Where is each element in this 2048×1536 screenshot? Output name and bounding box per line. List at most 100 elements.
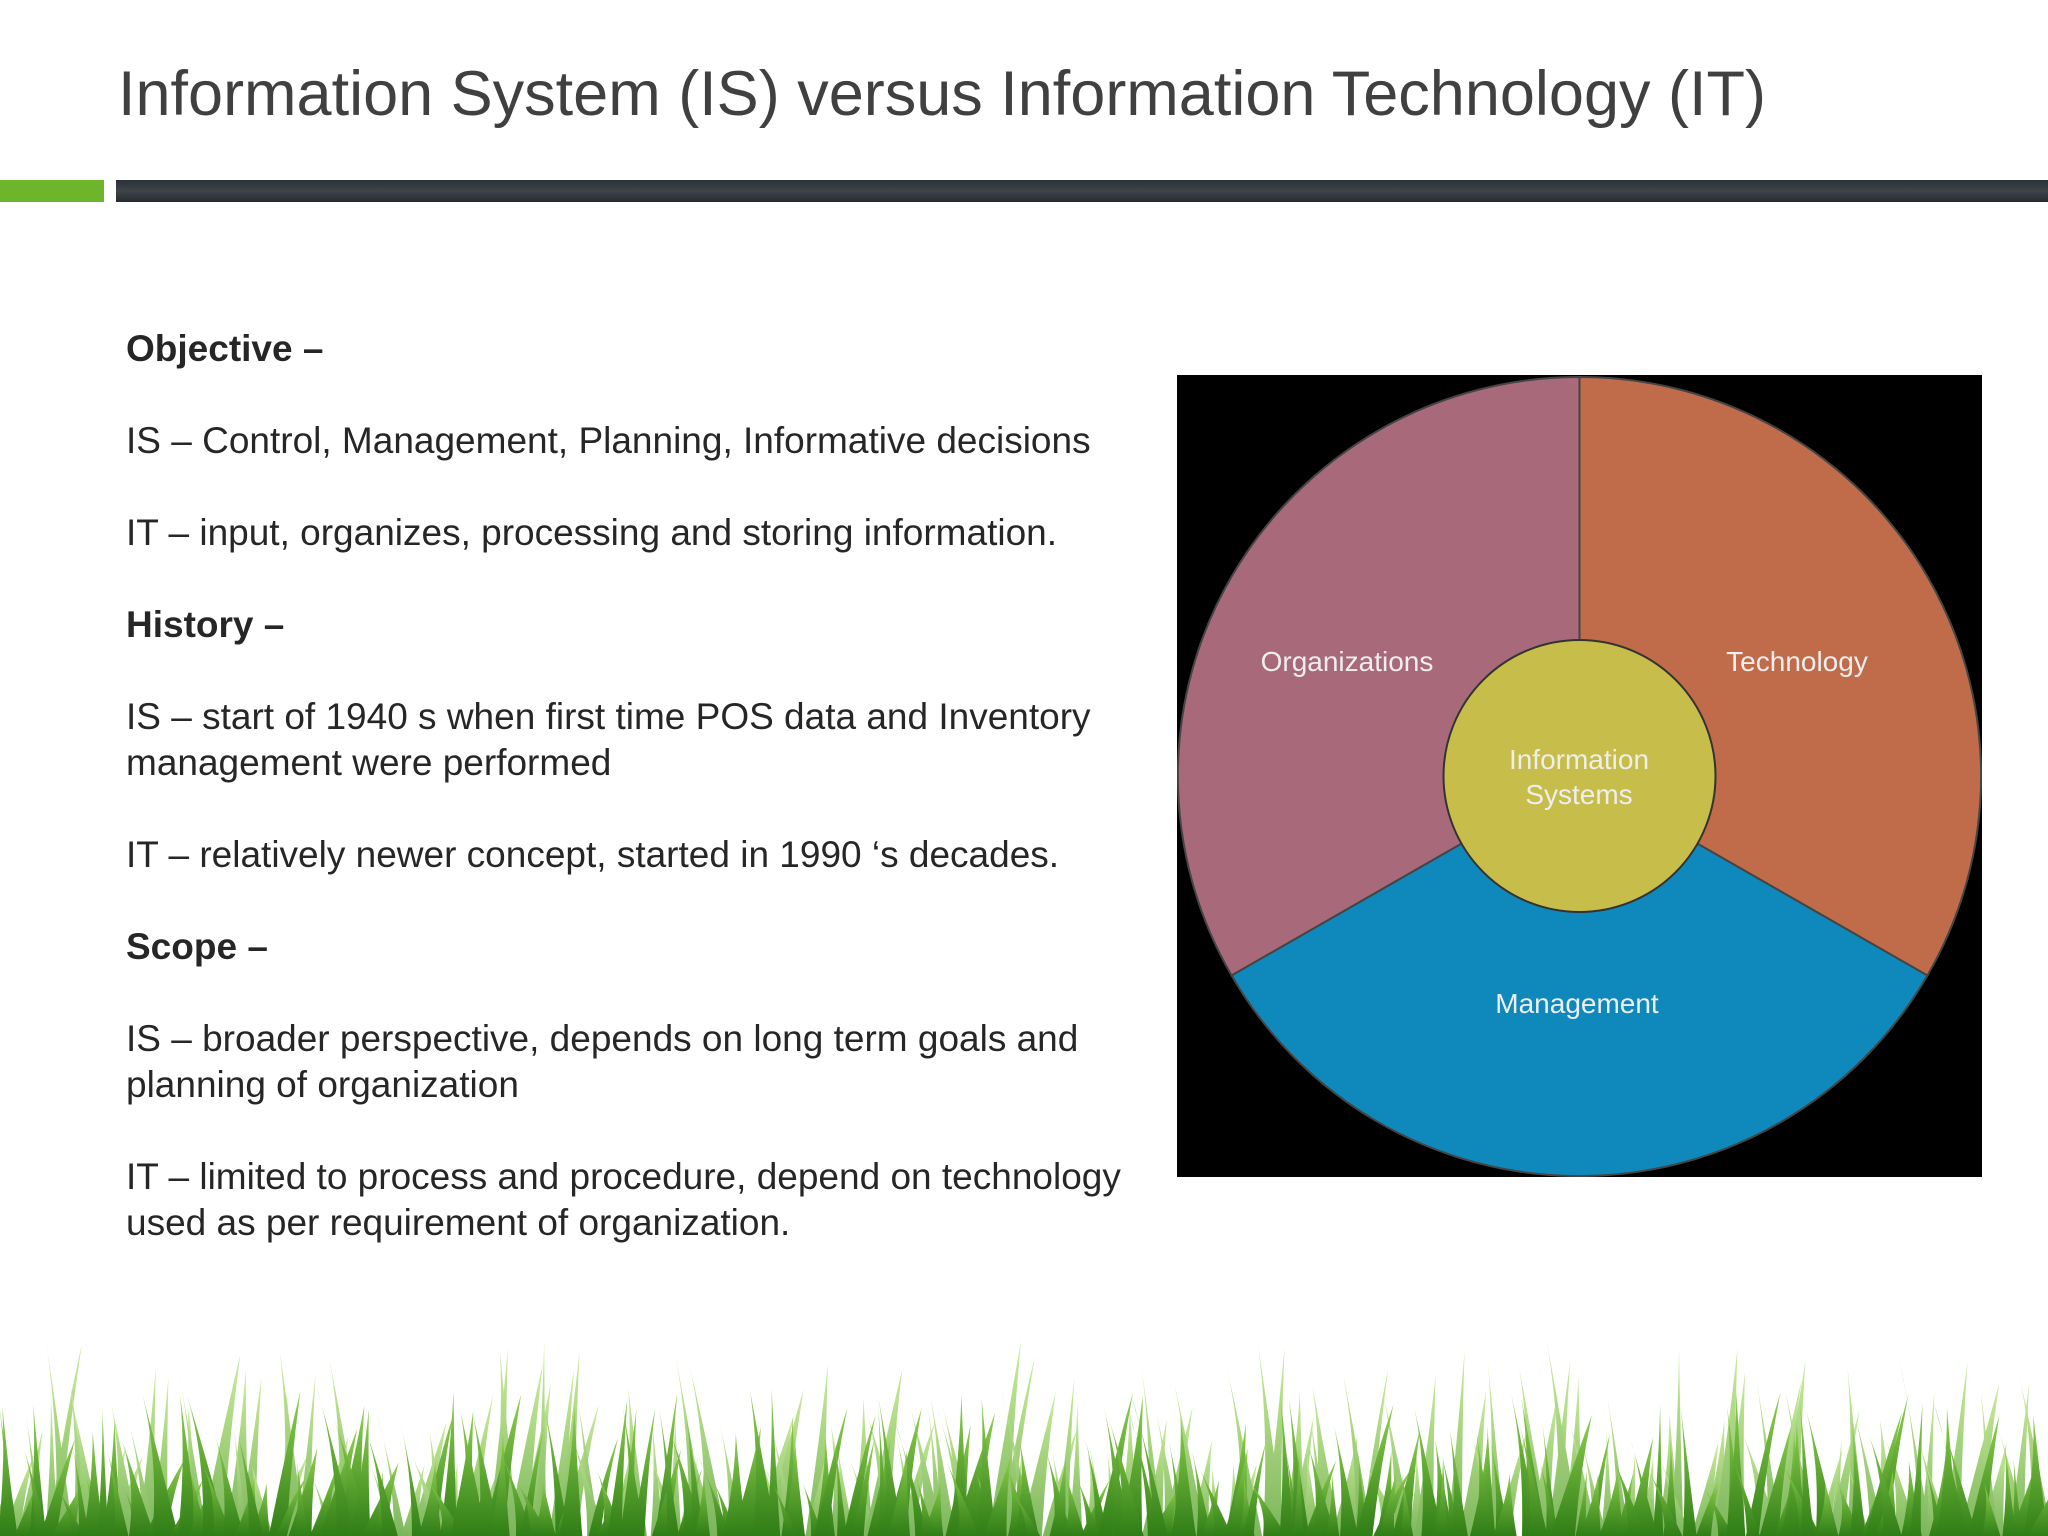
grass-blade xyxy=(573,1378,600,1536)
grass-blade xyxy=(1958,1383,2000,1536)
grass-blade xyxy=(1909,1403,1923,1536)
grass-blade xyxy=(945,1460,980,1536)
grass-blade xyxy=(687,1355,727,1536)
grass-blade xyxy=(1978,1441,2007,1536)
grass-decoration xyxy=(0,1337,2048,1536)
history-it-text: IT – relatively newer concept, started i… xyxy=(126,834,1060,875)
grass-blade xyxy=(418,1460,442,1536)
grass-blade xyxy=(1447,1351,1465,1536)
grass-blade xyxy=(399,1419,423,1536)
label-organizations: Organizations xyxy=(1261,646,1434,677)
grass-blade xyxy=(1542,1421,1558,1536)
grass-blade xyxy=(313,1460,341,1536)
grass-blade xyxy=(921,1482,944,1536)
grass-blade xyxy=(657,1396,679,1536)
grass-blade xyxy=(1170,1367,1206,1536)
grass-blade xyxy=(1815,1481,1839,1536)
grass-blade xyxy=(1799,1398,1814,1536)
grass-blade xyxy=(1936,1407,1959,1536)
grass-blade xyxy=(1400,1474,1414,1536)
label-center-line1: Information xyxy=(1509,744,1649,775)
grass-blade xyxy=(1264,1348,1285,1536)
grass-blade xyxy=(472,1411,501,1536)
grass-blade xyxy=(294,1463,309,1536)
grass-blade xyxy=(1575,1470,1588,1536)
grass-blade xyxy=(361,1416,398,1536)
grass-blade xyxy=(929,1391,956,1536)
grass-blade xyxy=(1246,1477,1287,1536)
grass-blade xyxy=(106,1448,129,1536)
grass-blade xyxy=(513,1475,550,1536)
grass-blade xyxy=(1598,1468,1624,1536)
grass-blade xyxy=(440,1390,458,1536)
grass-blade xyxy=(0,1411,18,1536)
grass-blade xyxy=(2002,1445,2016,1536)
grass-blade xyxy=(1292,1448,1304,1536)
grass-blade xyxy=(1607,1447,1646,1536)
grass-blade xyxy=(138,1367,156,1536)
grass-blade xyxy=(1356,1404,1394,1536)
grass-blade xyxy=(559,1405,583,1536)
grass-blade xyxy=(409,1422,447,1536)
grass-blade xyxy=(1194,1459,1232,1536)
grass-blade xyxy=(1171,1415,1197,1536)
grass-blade xyxy=(1727,1444,1760,1536)
grass-blade xyxy=(1064,1474,1086,1536)
grass-blade xyxy=(1847,1366,1866,1536)
grass-blade xyxy=(122,1441,155,1536)
grass-blade xyxy=(887,1450,911,1536)
grass-blade xyxy=(1680,1407,1697,1536)
grass-blade xyxy=(852,1439,875,1536)
grass-blade xyxy=(1339,1356,1373,1536)
objective-it-text: IT – input, organizes, processing and st… xyxy=(126,512,1057,553)
grass-blade xyxy=(1865,1424,1902,1536)
grass-blade xyxy=(189,1466,208,1536)
grass-blade xyxy=(1899,1358,1931,1536)
grass-blade xyxy=(732,1427,761,1536)
objective-is-text: IS – Control, Management, Planning, Info… xyxy=(126,420,1091,461)
grass-blade xyxy=(541,1391,570,1536)
grass-blade xyxy=(40,1439,76,1536)
grass-blade xyxy=(988,1341,1022,1536)
grass-blade xyxy=(651,1449,682,1536)
grass-blade xyxy=(1805,1408,1839,1536)
grass-blade xyxy=(843,1414,876,1536)
grass-blade xyxy=(976,1398,996,1536)
grass-blade xyxy=(1326,1474,1340,1536)
grass-blade xyxy=(1695,1480,1719,1536)
grass-blade xyxy=(97,1409,109,1536)
grass-blade xyxy=(1521,1398,1547,1536)
grass-blade xyxy=(225,1368,250,1536)
grass-blade xyxy=(1759,1425,1792,1536)
grass-blade xyxy=(622,1406,645,1536)
grass-blade xyxy=(1073,1471,1100,1536)
title-accent-bar-green xyxy=(0,180,104,202)
grass-blade xyxy=(83,1431,104,1536)
grass-blade xyxy=(2027,1499,2048,1536)
grass-blade xyxy=(782,1438,806,1536)
grass-blade xyxy=(1629,1437,1658,1536)
grass-blade xyxy=(1392,1430,1420,1536)
grass-front-layer xyxy=(0,1387,2048,1536)
history-is-text: IS – start of 1940 s when first time POS… xyxy=(126,696,1091,783)
grass-blade xyxy=(1726,1390,1746,1536)
grass-blade xyxy=(21,1441,49,1536)
grass-blade xyxy=(297,1374,316,1536)
grass-blade xyxy=(124,1407,157,1536)
grass-blade xyxy=(1671,1347,1684,1536)
grass-blade xyxy=(351,1408,371,1536)
slide-title: Information System (IS) versus Informati… xyxy=(118,59,1766,129)
grass-blade xyxy=(1699,1481,1734,1536)
grass-blade xyxy=(1475,1433,1493,1536)
grass-blade xyxy=(1308,1444,1336,1536)
grass-blade xyxy=(1967,1414,2000,1536)
information-systems-diagram: Organizations Technology Management Info… xyxy=(1177,375,1982,1177)
grass-blade xyxy=(1652,1404,1664,1536)
grass-blade xyxy=(46,1341,74,1536)
grass-blade xyxy=(1120,1394,1143,1536)
grass-blade xyxy=(1603,1376,1629,1536)
grass-blade xyxy=(607,1397,628,1536)
grass-blade xyxy=(1579,1474,1602,1536)
grass-blade xyxy=(1049,1456,1067,1536)
grass-blade xyxy=(1333,1424,1359,1536)
